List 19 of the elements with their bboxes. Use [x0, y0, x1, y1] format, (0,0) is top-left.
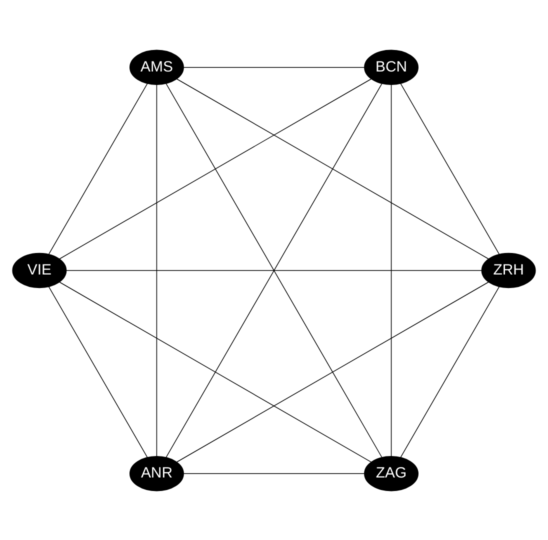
connector	[48, 82, 148, 254]
connector	[400, 82, 500, 254]
node-ellipse: VIE	[12, 252, 67, 288]
connector	[176, 78, 489, 259]
connector	[156, 84, 158, 456]
node-ellipse: ANR	[129, 456, 184, 491]
node-ellipse: ZRH	[481, 252, 536, 288]
connector	[390, 84, 392, 456]
connector	[400, 286, 500, 458]
connector	[176, 281, 489, 462]
connector	[183, 66, 365, 68]
connector	[59, 281, 372, 462]
node-ellipse: BCN	[364, 49, 419, 84]
connector	[166, 82, 382, 458]
node-ellipse: AMS	[129, 49, 184, 84]
connector	[48, 286, 148, 458]
connector	[183, 472, 365, 474]
connector	[59, 78, 372, 259]
node-ellipse: ZAG	[364, 456, 419, 491]
